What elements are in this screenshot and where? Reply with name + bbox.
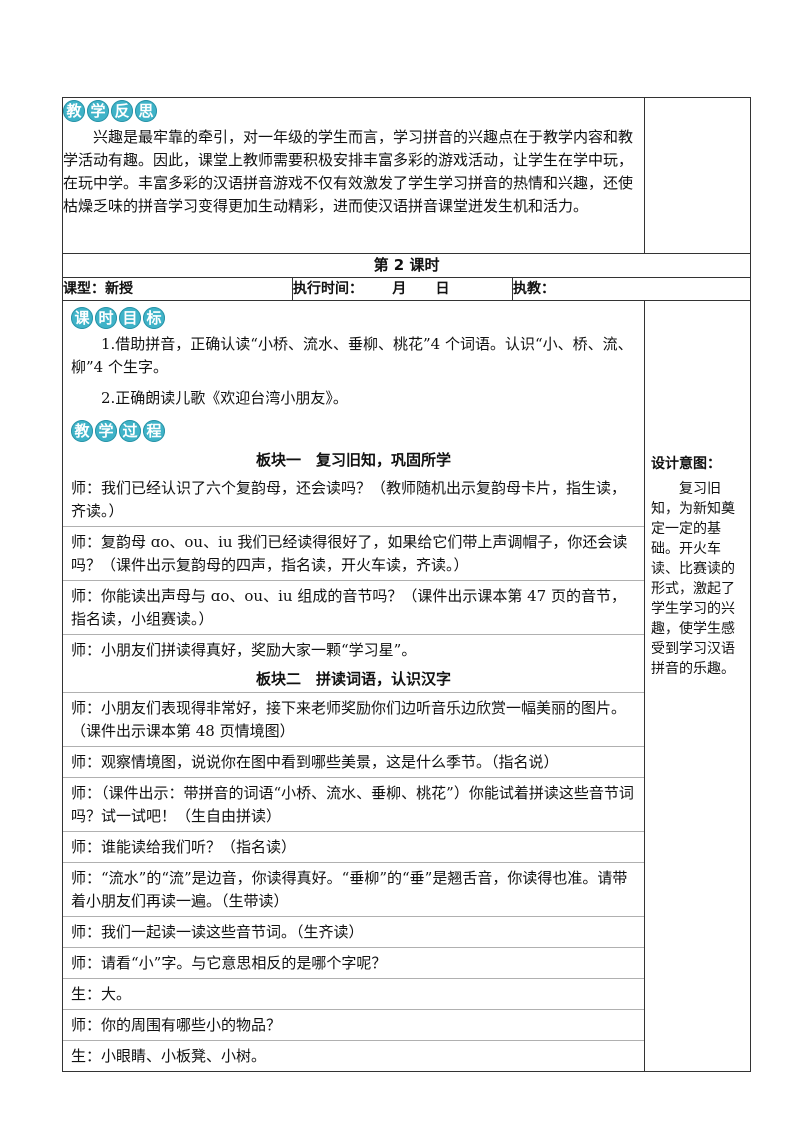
lesson-table: 教 学 反 思 兴趣是最牢靠的牵引，对一年级的学生而言，学习拼音的兴趣点在于教学… bbox=[61, 97, 752, 1072]
dialogue-line: 师：你能读出声母与 ɑo、ou、iu 组成的音节吗？（课件出示课本第 47 页的… bbox=[63, 581, 645, 635]
banner-char: 程 bbox=[143, 420, 165, 442]
goal-item: 1.借助拼音，正确认读“小桥、流水、垂柳、桃花”4 个词语。认识“小、桥、流、柳… bbox=[71, 335, 633, 376]
dialogue-line: 师：复韵母 ɑo、ou、iu 我们已经读得很好了，如果给它们带上声调帽子，你还会… bbox=[63, 527, 645, 581]
goals-banner: 课 时 目 标 bbox=[71, 307, 165, 329]
dialogue-line: 生：小眼睛、小板凳、小树。 bbox=[71, 1047, 267, 1065]
banner-char: 标 bbox=[143, 307, 165, 329]
dialogue-line: 师：（课件出示：带拼音的词语“小桥、流水、垂柳、桃花”）你能试着拼读这些音节词吗… bbox=[63, 778, 645, 832]
dialogue-line: 师：你的周围有哪些小的物品？ bbox=[63, 1010, 645, 1041]
design-intent-title: 设计意图： bbox=[651, 456, 722, 472]
reflection-text: 兴趣是最牢靠的牵引，对一年级的学生而言，学习拼音的兴趣点在于教学内容和教学活动有… bbox=[63, 128, 634, 215]
period-title: 第 2 课时 bbox=[61, 253, 752, 278]
period-row: 第 2 课时 bbox=[61, 253, 752, 278]
dialogue-line: 师：小朋友们拼读得真好，奖励大家一颗“学习星”。 bbox=[71, 641, 417, 659]
teacher: 执教： bbox=[511, 277, 752, 301]
banner-char: 课 bbox=[71, 307, 93, 329]
banner-char: 目 bbox=[119, 307, 141, 329]
dialogue-line: 师：观察情境图，说说你在图中看到哪些美景，这是什么季节。（指名说） bbox=[63, 747, 645, 778]
goal-item: 2.正确朗读儿歌《欢迎台湾小朋友》。 bbox=[101, 389, 348, 407]
dialogue-line: 师：谁能读给我们听？（指名读） bbox=[63, 832, 645, 863]
design-intent-text: 复习旧知，为新知奠定一定的基础。开火车读、比赛读的形式，激起了学生学习的兴趣，使… bbox=[651, 481, 736, 677]
process-banner: 教 学 过 程 bbox=[71, 420, 165, 442]
banner-char: 教 bbox=[63, 100, 85, 122]
section-title-2: 板块二 拼读词语，认识汉字 bbox=[256, 670, 452, 688]
lesson-document: 教 学 反 思 兴趣是最牢靠的牵引，对一年级的学生而言，学习拼音的兴趣点在于教学… bbox=[61, 97, 752, 1072]
dialogue-line: 生：大。 bbox=[63, 979, 645, 1010]
banner-char: 学 bbox=[95, 420, 117, 442]
banner-char: 学 bbox=[87, 100, 109, 122]
dialogue-line: 师：请看“小”字。与它意思相反的是哪个字呢？ bbox=[63, 948, 645, 979]
main-content-cell: 课 时 目 标 1.借助拼音，正确认读“小桥、流水、垂柳、桃花”4 个词语。认识… bbox=[61, 300, 646, 1072]
section-title-1: 板块一 复习旧知，巩固所学 bbox=[256, 451, 452, 469]
dialogue-line: 师：我们一起读一读这些音节词。（生齐读） bbox=[63, 917, 645, 948]
banner-char: 思 bbox=[135, 100, 157, 122]
section-1-lines: 师：我们已经认识了六个复韵母，还会读吗？（教师随机出示复韵母卡片，指生读，齐读。… bbox=[63, 473, 645, 665]
reflection-row: 教 学 反 思 兴趣是最牢靠的牵引，对一年级的学生而言，学习拼音的兴趣点在于教学… bbox=[61, 97, 752, 254]
banner-char: 时 bbox=[95, 307, 117, 329]
dialogue-line: 师：小朋友们表现得非常好，接下来老师奖励你们边听音乐边欣赏一幅美丽的图片。（课件… bbox=[63, 692, 645, 747]
lesson-type: 课型：新授 bbox=[62, 277, 293, 301]
banner-char: 反 bbox=[111, 100, 133, 122]
dialogue-line: 师：“流水”的“流”是边音，你读得真好。“垂柳”的“垂”是翘舌音，你读得也准。请… bbox=[63, 863, 645, 917]
reflection-side-cell bbox=[644, 97, 752, 254]
execution-time: 执行时间： 月 日 bbox=[292, 277, 513, 301]
reflection-banner: 教 学 反 思 bbox=[63, 100, 157, 122]
main-row: 课 时 目 标 1.借助拼音，正确认读“小桥、流水、垂柳、桃花”4 个词语。认识… bbox=[61, 300, 752, 1072]
meta-row: 课型：新授 执行时间： 月 日 执教： bbox=[62, 277, 752, 301]
section-2-lines: 师：小朋友们表现得非常好，接下来老师奖励你们边听音乐边欣赏一幅美丽的图片。（课件… bbox=[63, 692, 645, 1071]
dialogue-line: 师：我们已经认识了六个复韵母，还会读吗？（教师随机出示复韵母卡片，指生读，齐读。… bbox=[63, 473, 645, 527]
design-intent-cell: 设计意图： 复习旧知，为新知奠定一定的基础。开火车读、比赛读的形式，激起了学生学… bbox=[644, 300, 752, 1072]
banner-char: 教 bbox=[71, 420, 93, 442]
banner-char: 过 bbox=[119, 420, 141, 442]
